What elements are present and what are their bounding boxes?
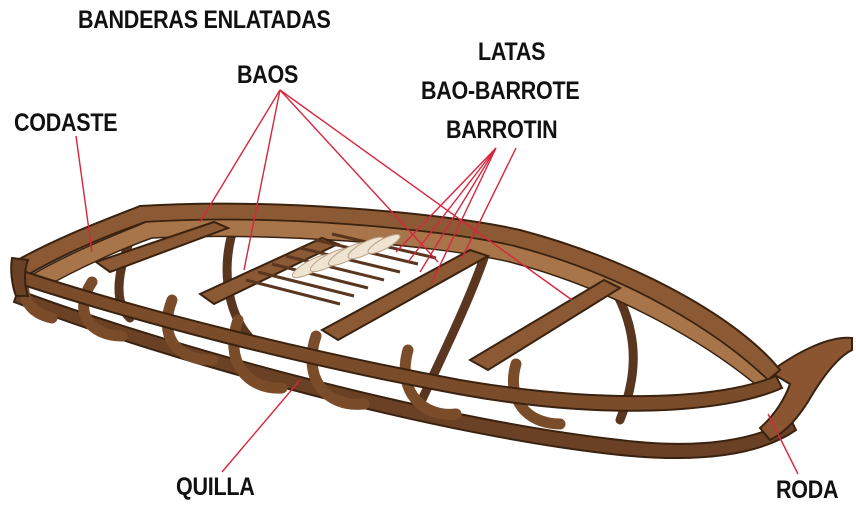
leader-baos-1 [200, 90, 280, 222]
slat-1 [246, 280, 340, 304]
label-barrotin: BARROTIN [446, 118, 557, 143]
label-bao-barrote: BAO-BARROTE [421, 79, 579, 104]
leader-quilla [222, 380, 300, 472]
beam-4 [470, 280, 620, 370]
label-baos: BAOS [237, 63, 298, 88]
sternpost [11, 258, 28, 296]
label-banderas-enlatadas: BANDERAS ENLATADAS [78, 8, 331, 33]
label-codaste: CODASTE [14, 111, 117, 136]
label-quilla: QUILLA [176, 475, 254, 500]
leader-baos-2 [244, 90, 280, 270]
label-roda: RODA [776, 478, 838, 503]
label-latas: LATAS [478, 40, 545, 65]
